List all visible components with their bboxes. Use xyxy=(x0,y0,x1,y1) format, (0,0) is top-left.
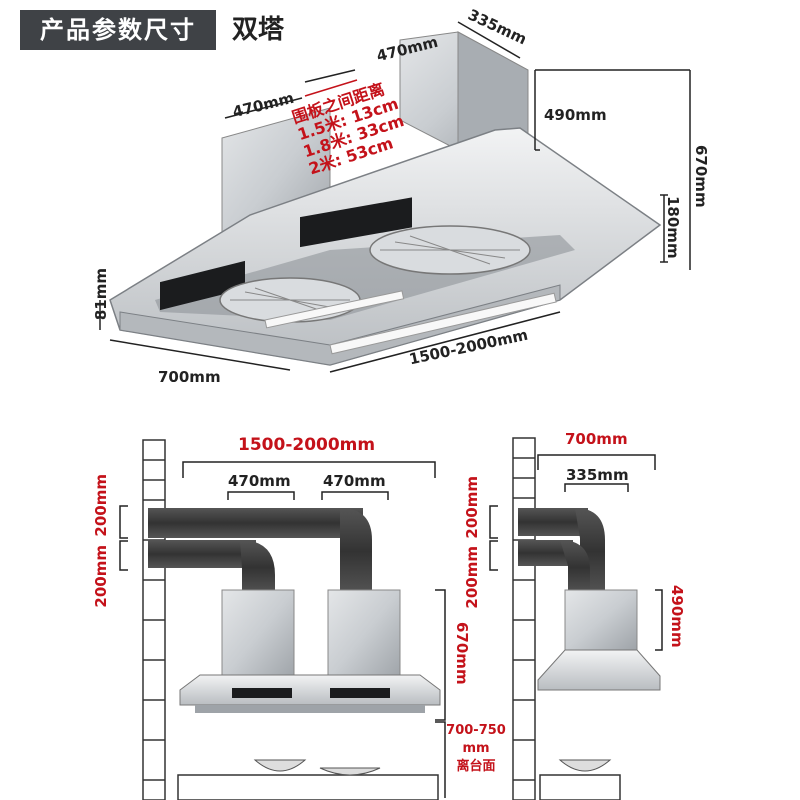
install-height-label: 离台面 xyxy=(456,759,496,774)
front-dimension-lines xyxy=(119,461,446,798)
top-dim-front-height: 81mm xyxy=(92,268,110,321)
side-hood-body xyxy=(537,649,661,691)
note-dimension-bracket xyxy=(304,79,358,97)
side-chimney xyxy=(564,589,638,651)
side-duct-lower xyxy=(518,540,590,595)
top-light-bar-left xyxy=(264,290,405,329)
front-hood-skirt xyxy=(195,705,425,713)
side-dim-depth: 700mm xyxy=(565,430,628,448)
fan-grille-lines xyxy=(230,235,520,313)
top-dim-chimney-height: 490mm xyxy=(544,106,607,124)
front-dim-install-height: 700-750 mm 离台面 xyxy=(446,722,506,776)
front-control-panel-left xyxy=(232,688,292,698)
side-countertop xyxy=(539,774,621,800)
front-dim-left-chimney: 470mm xyxy=(228,472,291,490)
front-dim-duct-upper: 200mm xyxy=(92,474,110,537)
side-dim-duct-upper: 200mm xyxy=(463,476,481,539)
top-dimension-lines xyxy=(99,21,691,373)
install-height-unit: mm xyxy=(462,741,490,756)
top-control-panel-right xyxy=(300,197,412,248)
side-dimension-lines xyxy=(489,454,663,651)
top-dim-depth: 700mm xyxy=(158,368,221,386)
top-dim-total-height: 670mm xyxy=(692,145,710,208)
front-wok-right xyxy=(319,767,381,776)
top-dim-hood-height: 180mm xyxy=(664,196,682,259)
top-control-panel-left xyxy=(160,260,245,311)
side-dim-chimney-height: 490mm xyxy=(668,585,686,648)
side-dim-chimney-depth: 335mm xyxy=(566,466,629,484)
front-wok-left xyxy=(253,759,307,772)
model-name: 双塔 xyxy=(232,15,285,45)
front-dim-duct-lower: 200mm xyxy=(92,545,110,608)
side-dim-duct-lower: 200mm xyxy=(463,546,481,609)
front-chimney-right xyxy=(327,589,401,681)
front-dim-right-chimney: 470mm xyxy=(323,472,386,490)
front-countertop xyxy=(177,774,439,800)
front-control-panel-right xyxy=(330,688,390,698)
front-dim-total-width: 1500-2000mm xyxy=(238,435,376,455)
side-wok xyxy=(558,759,612,772)
front-dim-height: 670mm xyxy=(453,622,471,685)
front-brick-wall xyxy=(142,439,166,800)
front-duct-upper xyxy=(148,508,372,595)
front-duct-lower xyxy=(148,540,275,595)
install-height-value: 700-750 xyxy=(446,723,506,738)
top-light-bar-right xyxy=(329,292,557,355)
side-brick-wall xyxy=(512,437,536,800)
section-title-badge: 产品参数尺寸 xyxy=(20,10,216,50)
front-chimney-left xyxy=(221,589,295,681)
front-hood-body xyxy=(179,674,441,706)
